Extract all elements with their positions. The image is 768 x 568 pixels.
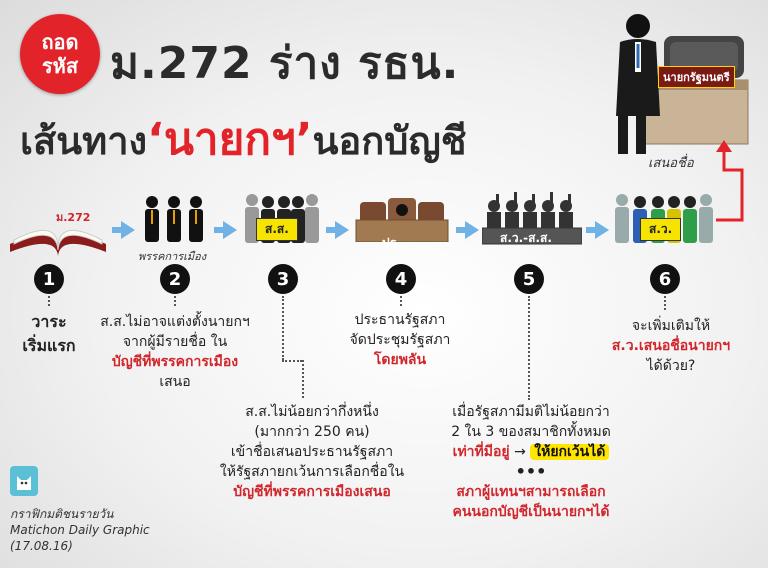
mp-tag: ส.ส. (256, 218, 298, 241)
party-caption: พรรคการเมือง (138, 250, 207, 263)
subtitle-pre: เส้นทาง (20, 119, 148, 163)
step4-line: ประธานรัฐสภา (354, 312, 446, 328)
voting-crowd-icon (482, 192, 582, 245)
credit-line: กราฟิกมติชนรายวัน (10, 507, 114, 521)
badge-line-2: รหัส (41, 54, 79, 78)
step5-exempt-highlight: ให้ยกเว้นได้ (530, 444, 610, 460)
step3-line: ให้รัฐสภายกเว้นการเลือกชื่อใน (219, 464, 405, 480)
connector-line (400, 296, 402, 306)
credit-line: (17.08.16) (10, 539, 73, 553)
step-number-5: 5 (514, 264, 544, 294)
step-number-4: 4 (386, 264, 416, 294)
step4-text: ประธานรัฐสภา จัดประชุมรัฐสภา โดยพลัน (330, 310, 470, 370)
nominate-label: เสนอชื่อ (648, 156, 694, 171)
step-number-2: 2 (160, 264, 190, 294)
step3-line: เข้าชื่อเสนอประธานรัฐสภา (230, 444, 394, 460)
step-number-6: 6 (650, 264, 680, 294)
connector-line (282, 360, 302, 362)
page-title: ม.272 ร่าง รธน. (110, 38, 460, 89)
flow-arrow-line (586, 227, 596, 233)
connector-line (528, 296, 530, 400)
flow-arrow-icon (465, 221, 479, 239)
page-subtitle: เส้นทาง‘นายกฯ’นอกบัญชี (20, 104, 467, 174)
connector-line (48, 296, 50, 306)
step2-line-highlight: บัญชีที่พรรคการเมือง (111, 354, 239, 370)
step6-line: ได้ด้วย? (646, 358, 696, 374)
step5-dots: ••• (515, 462, 547, 481)
flow-arrow-line (112, 227, 122, 233)
flow-arrow-line (214, 227, 224, 233)
step2-text: ส.ส.ไม่อาจแต่งตั้งนายกฯ จากผู้มีรายชื่อ … (94, 312, 256, 392)
step3-line: ส.ส.ไม่น้อยกว่ากึ่งหนึ่ง (245, 404, 379, 420)
step2-line: ส.ส.ไม่อาจแต่งตั้งนายกฯ (100, 314, 250, 330)
cat-logo-icon (10, 466, 38, 496)
nominate-arrow (716, 140, 744, 222)
step4-line-highlight: โดยพลัน (373, 352, 427, 368)
flow-arrow-icon (595, 221, 609, 239)
open-book-icon (10, 229, 106, 256)
step5-line-highlight: สภาผู้แทนฯสามารถเลือก (456, 484, 606, 500)
step5-line: 2 ใน 3 ของสมาชิกทั้งหมด (451, 424, 611, 440)
flow-arrow-icon (335, 221, 349, 239)
flow-arrow-line (456, 227, 466, 233)
step1-text: วาระ เริ่มแรก (14, 310, 84, 358)
step5-text: เมื่อรัฐสภามีมติไม่น้อยกว่า 2 ใน 3 ของสม… (426, 402, 636, 522)
connector-line (174, 296, 176, 306)
step2-line: จากผู้มีรายชื่อ ใน (122, 334, 228, 350)
step1-line: วาระ (31, 312, 67, 331)
joint-session-tag: ส.ว.-ส.ส. (500, 231, 552, 245)
senator-tag: ส.ว. (640, 218, 682, 241)
decode-badge: ถอด รหัส (20, 14, 100, 94)
step5-arrow: → (514, 444, 526, 460)
step5-line-condition: เท่าที่มีอยู่ → ให้ยกเว้นได้ (426, 442, 636, 462)
flow-arrow-icon (223, 221, 237, 239)
step3-text: ส.ส.ไม่น้อยกว่ากึ่งหนึ่ง (มากกว่า 250 คน… (212, 402, 412, 502)
prime-minister-nameplate: นายกรัฐมนตรี (658, 66, 735, 88)
connector-line (302, 360, 304, 398)
step5-line-highlight: คนนอกบัญชีเป็นนายกฯได้ (452, 504, 610, 520)
step6-text: จะเพิ่มเติมให้ ส.ว.เสนอชื่อนายกฯ ได้ด้วย… (596, 316, 746, 376)
connector-line (664, 296, 666, 310)
step6-line: จะเพิ่มเติมให้ (631, 318, 711, 334)
subtitle-post: นอกบัญชี (312, 119, 467, 163)
flow-arrow-icon (121, 221, 135, 239)
step1-line: เริ่มแรก (22, 336, 76, 355)
flow-arrow-line (326, 227, 336, 233)
step-number-3: 3 (268, 264, 298, 294)
mp-group-icon (245, 194, 319, 243)
step4-line: จัดประชุมรัฐสภา (349, 332, 451, 348)
step5-line: เมื่อรัฐสภามีมติไม่น้อยกว่า (452, 404, 610, 420)
party-members-icon (145, 196, 203, 242)
badge-line-1: ถอด (41, 30, 79, 54)
parliament-president-icon (355, 198, 449, 242)
book-label: ม.272 (56, 211, 91, 224)
step5-existing-members: เท่าที่มีอยู่ (452, 444, 510, 460)
step-number-1: 1 (34, 264, 64, 294)
connector-line (282, 296, 284, 360)
step3-line-highlight: บัญชีที่พรรคการเมืองเสนอ (233, 484, 391, 500)
step3-line: (มากกว่า 250 คน) (254, 424, 370, 440)
credit: กราฟิกมติชนรายวัน Matichon Daily Graphic… (10, 506, 150, 554)
credit-line: Matichon Daily Graphic (10, 523, 150, 537)
president-tag: ปธ. (382, 236, 402, 250)
subtitle-highlight: ‘นายกฯ’ (147, 114, 313, 165)
step2-line: เสนอ (159, 374, 191, 390)
step6-line-highlight: ส.ว.เสนอชื่อนายกฯ (611, 338, 731, 354)
